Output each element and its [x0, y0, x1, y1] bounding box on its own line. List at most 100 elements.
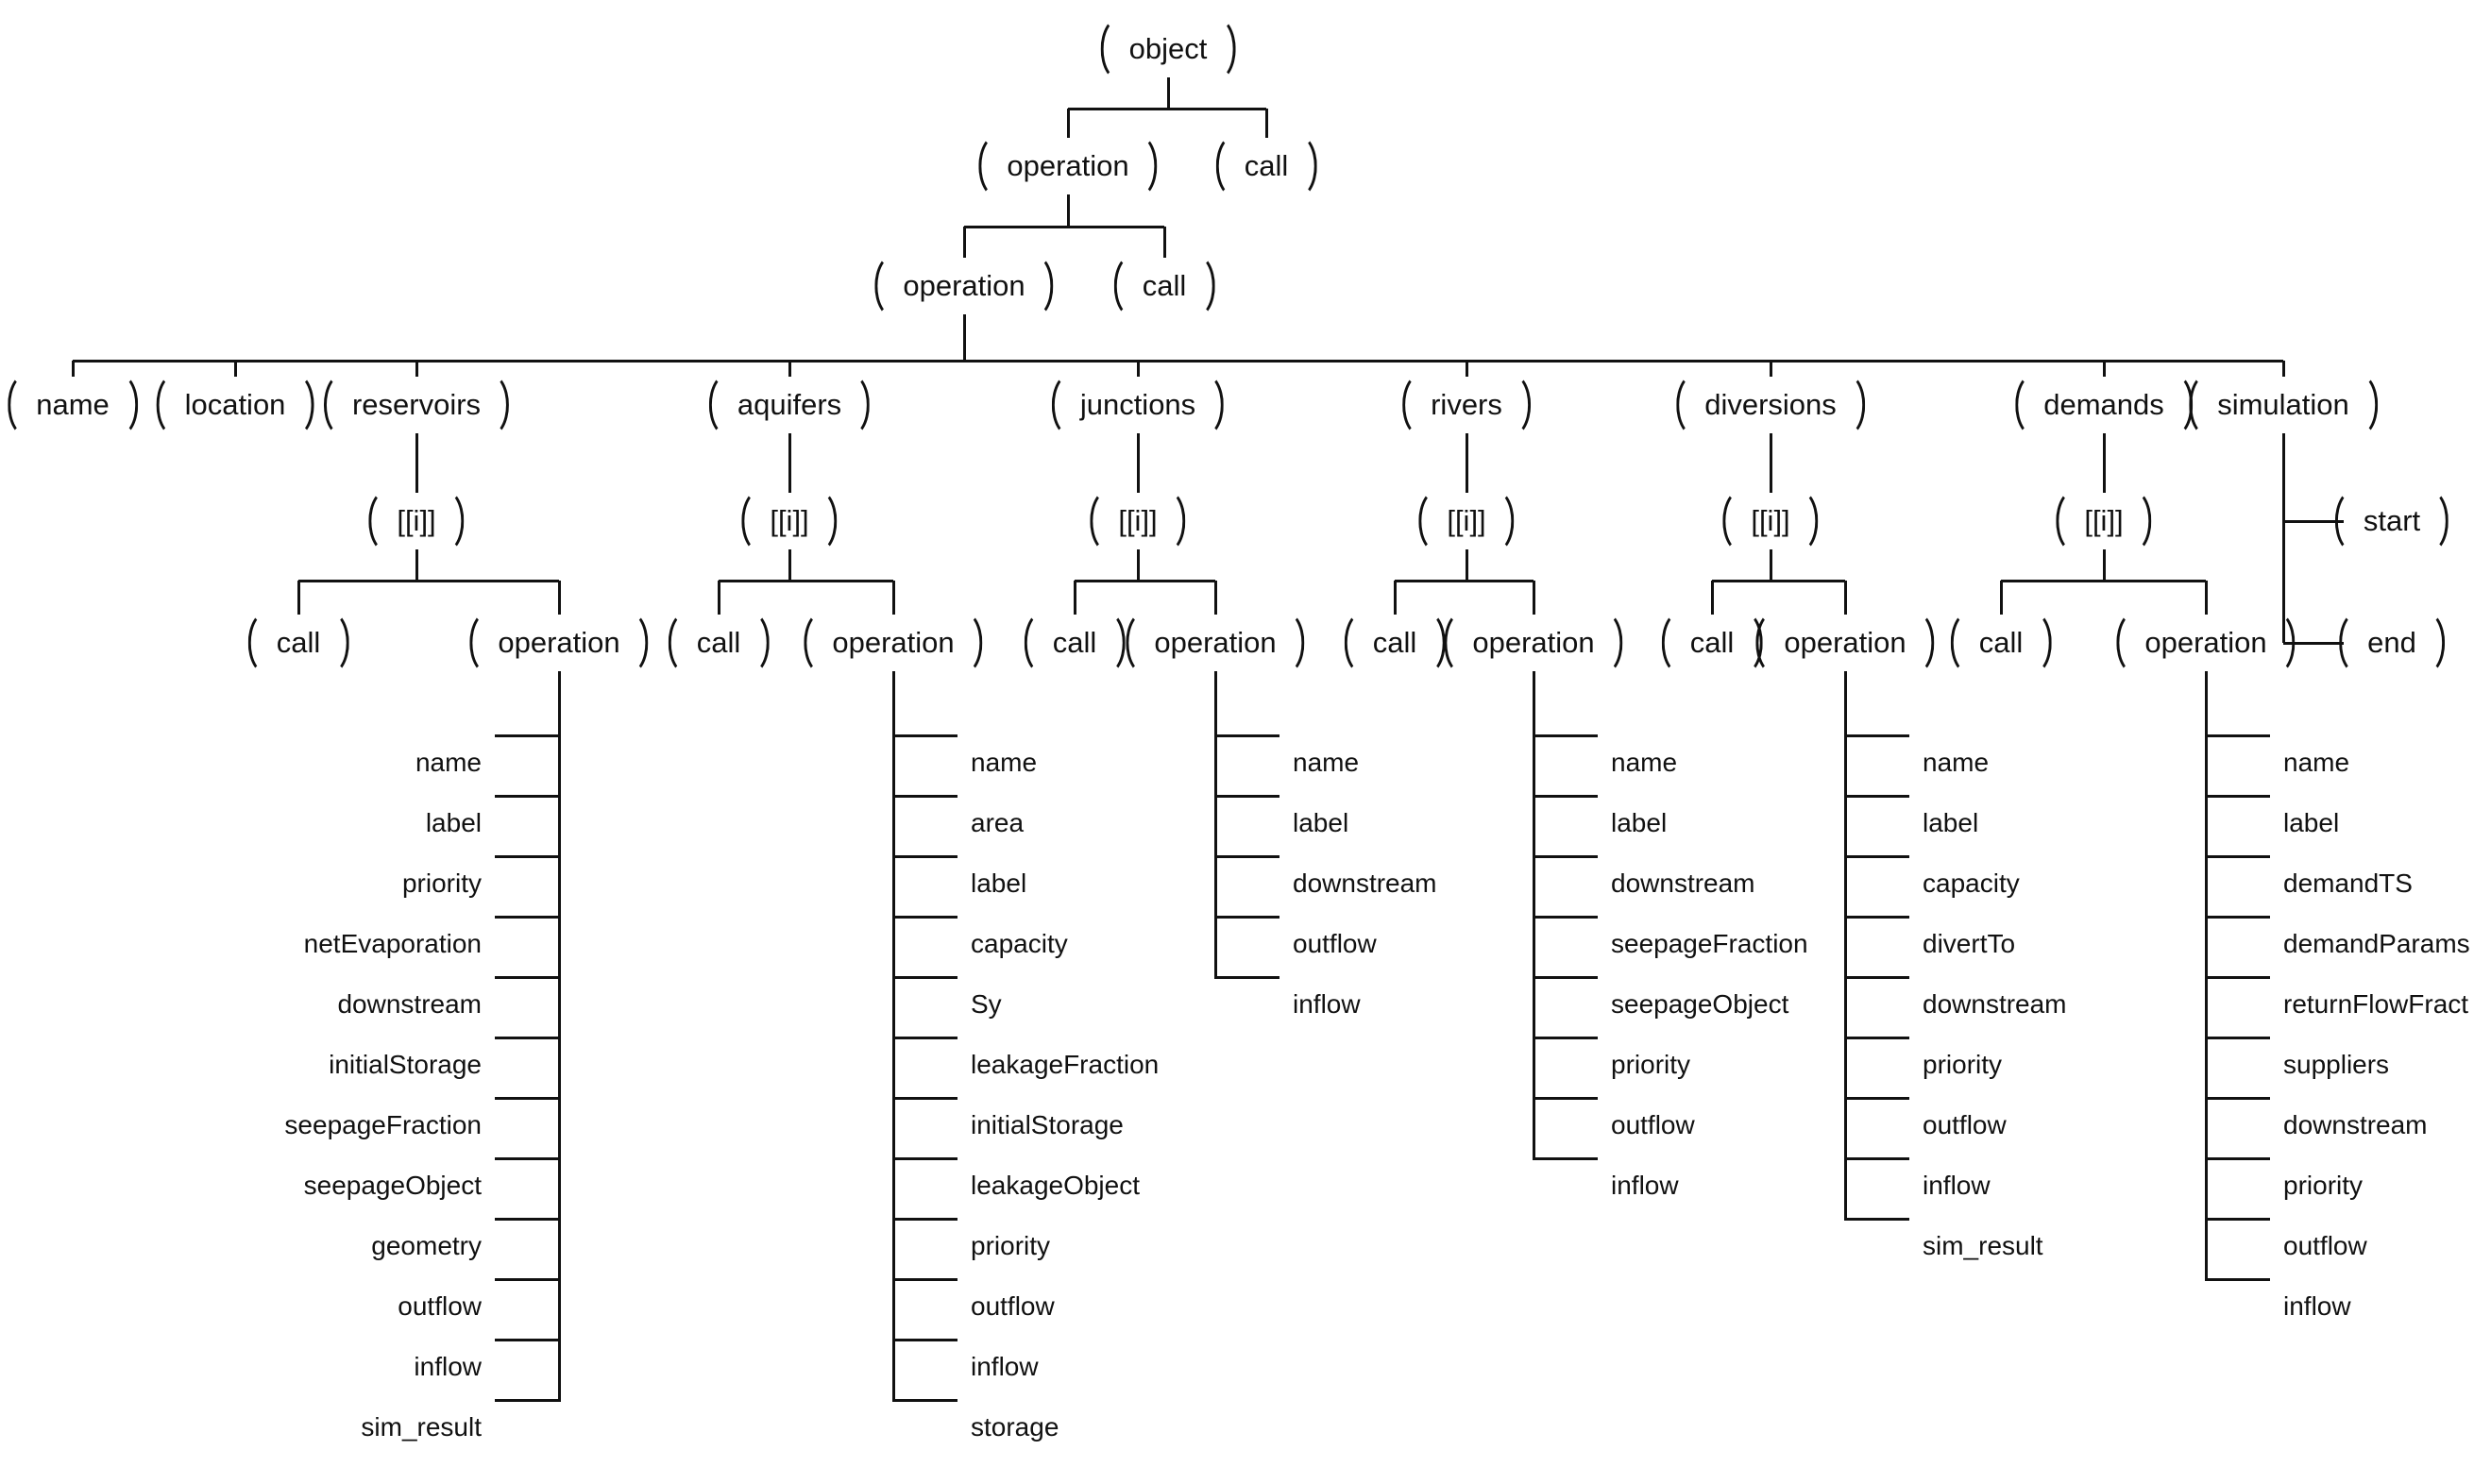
- attr-row: leakageObject: [893, 1155, 1159, 1216]
- attr-row: sim_result: [1845, 1216, 2067, 1276]
- attr-row: name: [893, 733, 1159, 793]
- node-junctions: junctions: [1061, 380, 1214, 430]
- attr-label: Sy: [971, 989, 1002, 1019]
- tick-line: [2206, 1157, 2270, 1160]
- tick-line: [1534, 795, 1598, 798]
- attr-row: name: [1215, 733, 1437, 793]
- node-reservoirs-call: call: [258, 618, 340, 667]
- attr-row: label: [1215, 793, 1437, 853]
- node-label: [[i]]: [2084, 504, 2124, 537]
- tick-line: [2206, 1097, 2270, 1100]
- node-label: operation: [498, 626, 620, 659]
- tick-line: [1845, 1218, 1909, 1221]
- attr-row: label: [2206, 793, 2470, 853]
- node-rivers: rivers: [1412, 380, 1521, 430]
- node-label: start: [2363, 504, 2421, 537]
- connector-line: [1067, 194, 1070, 227]
- trunk-line-diversions: [1844, 671, 1847, 1221]
- connector-line: [2205, 581, 2208, 615]
- node-simulation: simulation: [2198, 380, 2368, 430]
- attr-label: label: [1923, 808, 1979, 837]
- node-location: location: [166, 380, 305, 430]
- node-label: object: [1128, 32, 1208, 65]
- node-aquifers-call: call: [678, 618, 760, 667]
- connector-line: [1265, 109, 1268, 138]
- connector-line: [788, 361, 791, 377]
- attr-row: downstream: [1845, 974, 2067, 1035]
- attr-row: outflow: [144, 1276, 559, 1337]
- attr-label: inflow: [2283, 1291, 2351, 1321]
- tick-line: [495, 734, 559, 737]
- node-diversions-call: call: [1671, 618, 1754, 667]
- tick-line: [495, 1218, 559, 1221]
- attr-label: geometry: [371, 1231, 482, 1260]
- attr-row: label: [144, 793, 559, 853]
- node-label: location: [184, 388, 286, 421]
- node-junctions-call: call: [1034, 618, 1116, 667]
- node-aquifers-index: [[i]]: [751, 497, 827, 546]
- attr-label: outflow: [1611, 1110, 1695, 1139]
- attr-row: inflow: [1215, 974, 1437, 1035]
- node-l1-operation: operation: [988, 142, 1147, 191]
- node-label: call: [276, 626, 321, 659]
- tick-line: [495, 1399, 559, 1402]
- node-label: call: [1244, 149, 1289, 182]
- node-label: call: [696, 626, 741, 659]
- connector-line: [2282, 433, 2285, 643]
- attr-label: seepageFraction: [284, 1110, 482, 1139]
- attr-label: suppliers: [2283, 1050, 2390, 1079]
- node-label: name: [36, 388, 110, 421]
- tick-line: [1534, 855, 1598, 858]
- attr-label: outflow: [971, 1291, 1055, 1321]
- connector-line: [1711, 581, 1714, 615]
- attr-label: name: [1293, 748, 1360, 777]
- connector-line: [1075, 580, 1215, 582]
- attr-row: name: [1845, 733, 2067, 793]
- node-label: rivers: [1431, 388, 1502, 421]
- attr-label: inflow: [971, 1352, 1039, 1381]
- attr-row: priority: [1845, 1035, 2067, 1095]
- connector-line: [1712, 580, 1845, 582]
- attr-row: name: [1534, 733, 1808, 793]
- attr-label: downstream: [1923, 989, 2067, 1019]
- node-label: call: [1978, 626, 2024, 659]
- attr-label: priority: [1923, 1050, 2003, 1079]
- tick-line: [893, 1157, 957, 1160]
- tick-line: [1845, 976, 1909, 979]
- tick-line: [1845, 1037, 1909, 1039]
- attr-label: inflow: [1611, 1171, 1679, 1200]
- tick-line: [1534, 1037, 1598, 1039]
- tick-line: [1845, 795, 1909, 798]
- attr-row: demandTS: [2206, 853, 2470, 914]
- attr-label: outflow: [1923, 1110, 2007, 1139]
- attr-row: downstream: [144, 974, 559, 1035]
- connector-line: [415, 361, 418, 377]
- attr-row: capacity: [893, 914, 1159, 974]
- connector-line: [963, 227, 966, 258]
- connector-line: [1163, 227, 1166, 258]
- node-label: operation: [1154, 626, 1277, 659]
- tick-line: [893, 1218, 957, 1221]
- attr-row: inflow: [1534, 1155, 1808, 1216]
- connector-line: [2103, 549, 2106, 581]
- attr-row: outflow: [1215, 914, 1437, 974]
- tick-line: [1845, 916, 1909, 919]
- connector-line: [1067, 109, 1070, 138]
- node-label: diversions: [1704, 388, 1837, 421]
- connector-line: [72, 361, 75, 377]
- node-label: operation: [832, 626, 955, 659]
- tick-line: [1534, 1097, 1598, 1100]
- tick-line: [1215, 916, 1279, 919]
- node-object: object: [1110, 25, 1227, 74]
- connector-line: [1770, 361, 1772, 377]
- attr-label: leakageObject: [971, 1171, 1141, 1200]
- attr-row: label: [1845, 793, 2067, 853]
- attr-row: downstream: [1215, 853, 1437, 914]
- tick-line: [495, 1037, 559, 1039]
- tick-line: [1845, 855, 1909, 858]
- tick-line: [1534, 1157, 1598, 1160]
